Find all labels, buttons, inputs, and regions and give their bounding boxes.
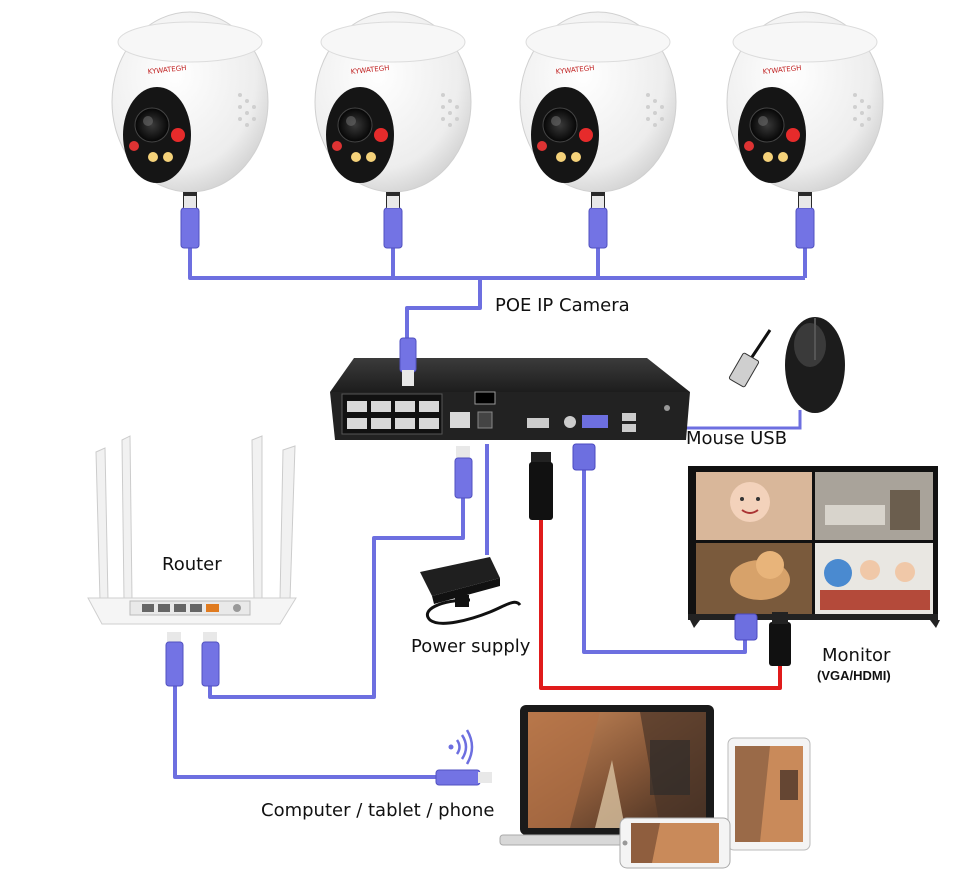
power-supply-label: Power supply: [411, 636, 531, 657]
wifi-signal-icon: [448, 729, 474, 765]
camera-row: KYWATEGH: [111, 11, 884, 249]
monitor-icon: [688, 466, 940, 628]
vga-connector: [572, 443, 596, 471]
hdmi-connector: [769, 612, 791, 666]
power-adapter-icon: [420, 557, 522, 625]
vga-cable: [582, 470, 747, 654]
camera-icon: KYWATEGH: [111, 11, 269, 249]
router-nvr-cable: [173, 444, 747, 779]
monitor-label: Monitor: [822, 645, 891, 666]
hdmi-cable: [539, 520, 782, 690]
rj45-connector: [399, 337, 417, 386]
monitor-sub-label: (VGA/HDMI): [817, 668, 891, 683]
rj45-connector: [201, 632, 220, 687]
hdmi-connector: [529, 452, 553, 520]
phone-icon: [619, 817, 731, 869]
computer-label: Computer / tablet / phone: [261, 800, 495, 821]
mouse-icon: [728, 317, 845, 413]
mouse-cable: [632, 410, 802, 430]
camera-cable-1: [188, 248, 805, 280]
router-icon: [87, 435, 297, 625]
router-label: Router: [162, 554, 222, 575]
router-computer-cable: [173, 686, 437, 779]
tablet-icon: [727, 737, 811, 851]
mouse-usb-label: Mouse USB: [686, 428, 788, 449]
rj45-connector: [165, 632, 184, 687]
rj45-connector: [454, 446, 473, 499]
nvr-icon: [330, 358, 690, 440]
laptop-icon: [499, 705, 735, 846]
poe-camera-bus: [188, 248, 807, 338]
poe-camera-label: POE IP Camera: [495, 295, 630, 316]
nvr-uplink-cable: [405, 278, 482, 338]
vga-connector: [734, 613, 758, 641]
rj45-connector: [435, 769, 492, 786]
